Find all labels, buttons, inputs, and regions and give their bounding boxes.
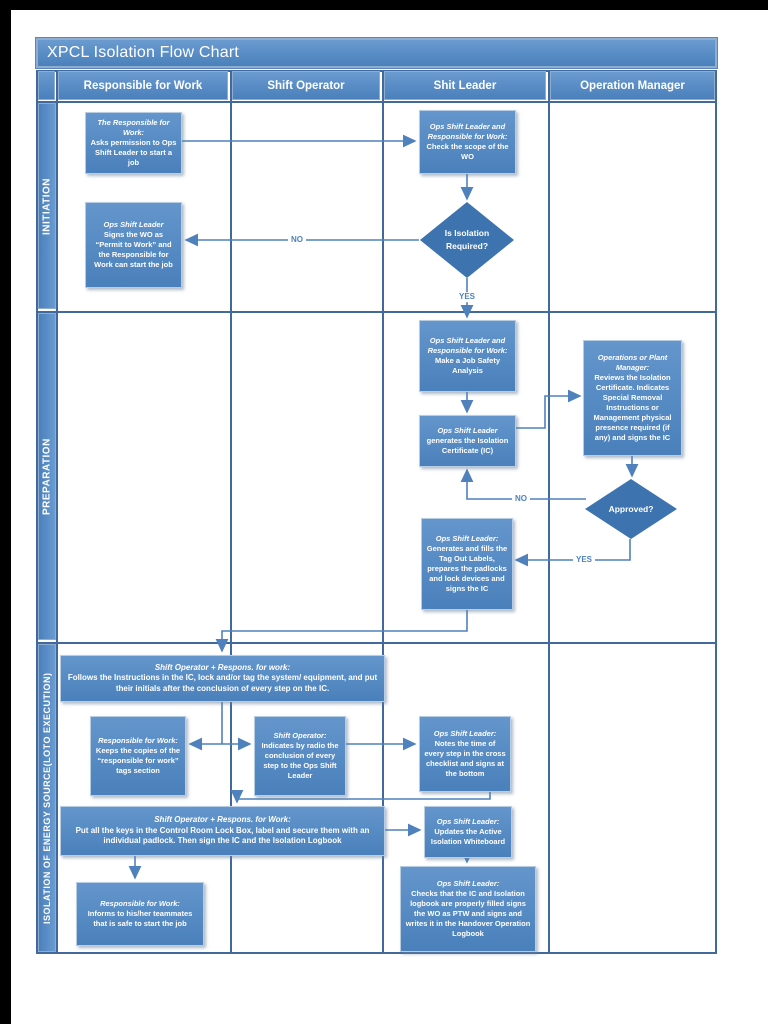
node-body: Asks permission to Ops Shift Leader to s… (90, 138, 177, 167)
grid-vline (230, 70, 232, 954)
grid-hline (36, 311, 717, 313)
node-body: Reviews the Isolation Certificate. Indic… (593, 373, 672, 442)
flow-node-tag-out: Ops Shift Leader: Generates and fills th… (421, 518, 513, 610)
flow-node-review-ic: Operations or Plant Manager: Reviews the… (583, 340, 682, 456)
node-body: Signs the WO as “Permit to Work” and the… (94, 230, 173, 269)
row-label-preparation: PREPARATION (38, 313, 56, 640)
flow-node-whiteboard: Ops Shift Leader: Updates the Active Iso… (424, 806, 512, 858)
node-title: Shift Operator: (273, 731, 327, 741)
node-body: Generates and fills the Tag Out Labels, … (426, 544, 508, 593)
node-title: Ops Shift Leader: (436, 879, 500, 889)
column-header-shift-operator: Shift Operator (232, 71, 380, 100)
flow-node-check-scope: Ops Shift Leader and Responsible for Wor… (419, 110, 516, 174)
node-body: Check the scope of the WO (426, 142, 509, 161)
flow-node-follow-instructions: Shift Operator + Respons. for work: Foll… (60, 655, 385, 702)
flow-node-job-safety: Ops Shift Leader and Responsible for Wor… (419, 320, 516, 392)
column-header-label: Shift Operator (267, 79, 345, 92)
column-header-label: Shit Leader (433, 79, 497, 92)
flow-node-sign-ptw: Ops Shift Leader Signs the WO as “Permit… (85, 202, 182, 288)
edge-label-yes: YES (572, 555, 596, 565)
node-body: Follows the Instructions in the IC, lock… (67, 673, 378, 693)
node-body: Informs to his/her teammates that is saf… (87, 909, 193, 928)
flow-node-inform-team: Responsible for Work: Informs to his/her… (76, 882, 204, 946)
header-corner-cell (38, 71, 55, 100)
row-label-initiation: INITIATION (38, 103, 56, 309)
flow-node-generate-ic: Ops Shift Leader generates the Isolation… (419, 415, 516, 467)
edge-label-yes: YES (455, 292, 479, 302)
node-body: Updates the Active Isolation Whiteboard (430, 827, 506, 846)
node-title: Ops Shift Leader: (436, 817, 500, 827)
node-title: Ops Shift Leader: (435, 534, 499, 544)
flow-node-lock-box: Shift Operator + Respons. for Work: Put … (60, 806, 385, 856)
node-body: Checks that the IC and Isolation logbook… (405, 889, 531, 938)
flow-node-radio-conclusion: Shift Operator: Indicates by radio the c… (254, 716, 346, 796)
row-label-text: ISOLATION OF ENERGY SOURCE(LOTO EXECUTIO… (42, 672, 52, 924)
row-label-text: PREPARATION (41, 438, 53, 515)
column-header-label: Operation Manager (580, 79, 685, 92)
grid-hline (36, 642, 717, 644)
row-label-isolation: ISOLATION OF ENERGY SOURCE(LOTO EXECUTIO… (38, 644, 56, 952)
node-title: Shift Operator + Respons. for Work: (154, 815, 291, 825)
node-title: Shift Operator + Respons. for work: (154, 662, 291, 672)
flow-node-ask-permission: The Responsible for Work: Asks permissio… (85, 112, 182, 174)
node-title: Operations or Plant Manager: (597, 353, 668, 373)
node-title: Ops Shift Leader and Responsible for Wor… (427, 122, 508, 142)
column-header-label: Responsible for Work (83, 79, 203, 92)
grid-vline (382, 70, 384, 954)
column-header-responsible-for-work: Responsible for Work (58, 71, 228, 100)
node-body: generates the Isolation Certificate (IC) (426, 436, 509, 455)
node-title: Ops Shift Leader: (433, 729, 497, 739)
decision-label: Is Isolation Required? (444, 228, 490, 251)
flow-node-note-times: Ops Shift Leader: Notes the time of ever… (419, 716, 511, 792)
node-body: Notes the time of every step in the cros… (424, 739, 506, 778)
column-header-operation-manager: Operation Manager (550, 71, 715, 100)
page-title: XPCL Isolation Flow Chart (47, 44, 240, 61)
column-header-shit-leader: Shit Leader (384, 71, 546, 100)
grid-vline (548, 70, 550, 954)
node-title: Ops Shift Leader (103, 220, 164, 230)
node-title: The Responsible for Work: (97, 118, 170, 138)
edge-label-no: NO (288, 235, 306, 245)
chart-title-bar: XPCL Isolation Flow Chart (35, 37, 718, 69)
node-body: Indicates by radio the conclusion of eve… (261, 741, 339, 780)
edge-label-no: NO (512, 494, 530, 504)
node-body: Make a Job Safety Analysis (434, 356, 501, 375)
node-body: Keeps the copies of the “responsible for… (95, 746, 181, 775)
node-title: Responsible for Work: (100, 899, 180, 909)
node-title: Ops Shift Leader and Responsible for Wor… (427, 336, 508, 356)
node-title: Ops Shift Leader (437, 426, 498, 436)
row-label-text: INITIATION (41, 177, 53, 235)
node-body: Put all the keys in the Control Room Loc… (75, 825, 370, 846)
flow-node-keep-copies: Responsible for Work: Keeps the copies o… (90, 716, 186, 796)
grid-hline (36, 101, 717, 103)
grid-vline (56, 70, 58, 954)
flow-node-handover: Ops Shift Leader: Checks that the IC and… (400, 866, 536, 952)
decision-label: Approved? (608, 503, 654, 514)
node-title: Responsible for Work: (98, 736, 178, 746)
